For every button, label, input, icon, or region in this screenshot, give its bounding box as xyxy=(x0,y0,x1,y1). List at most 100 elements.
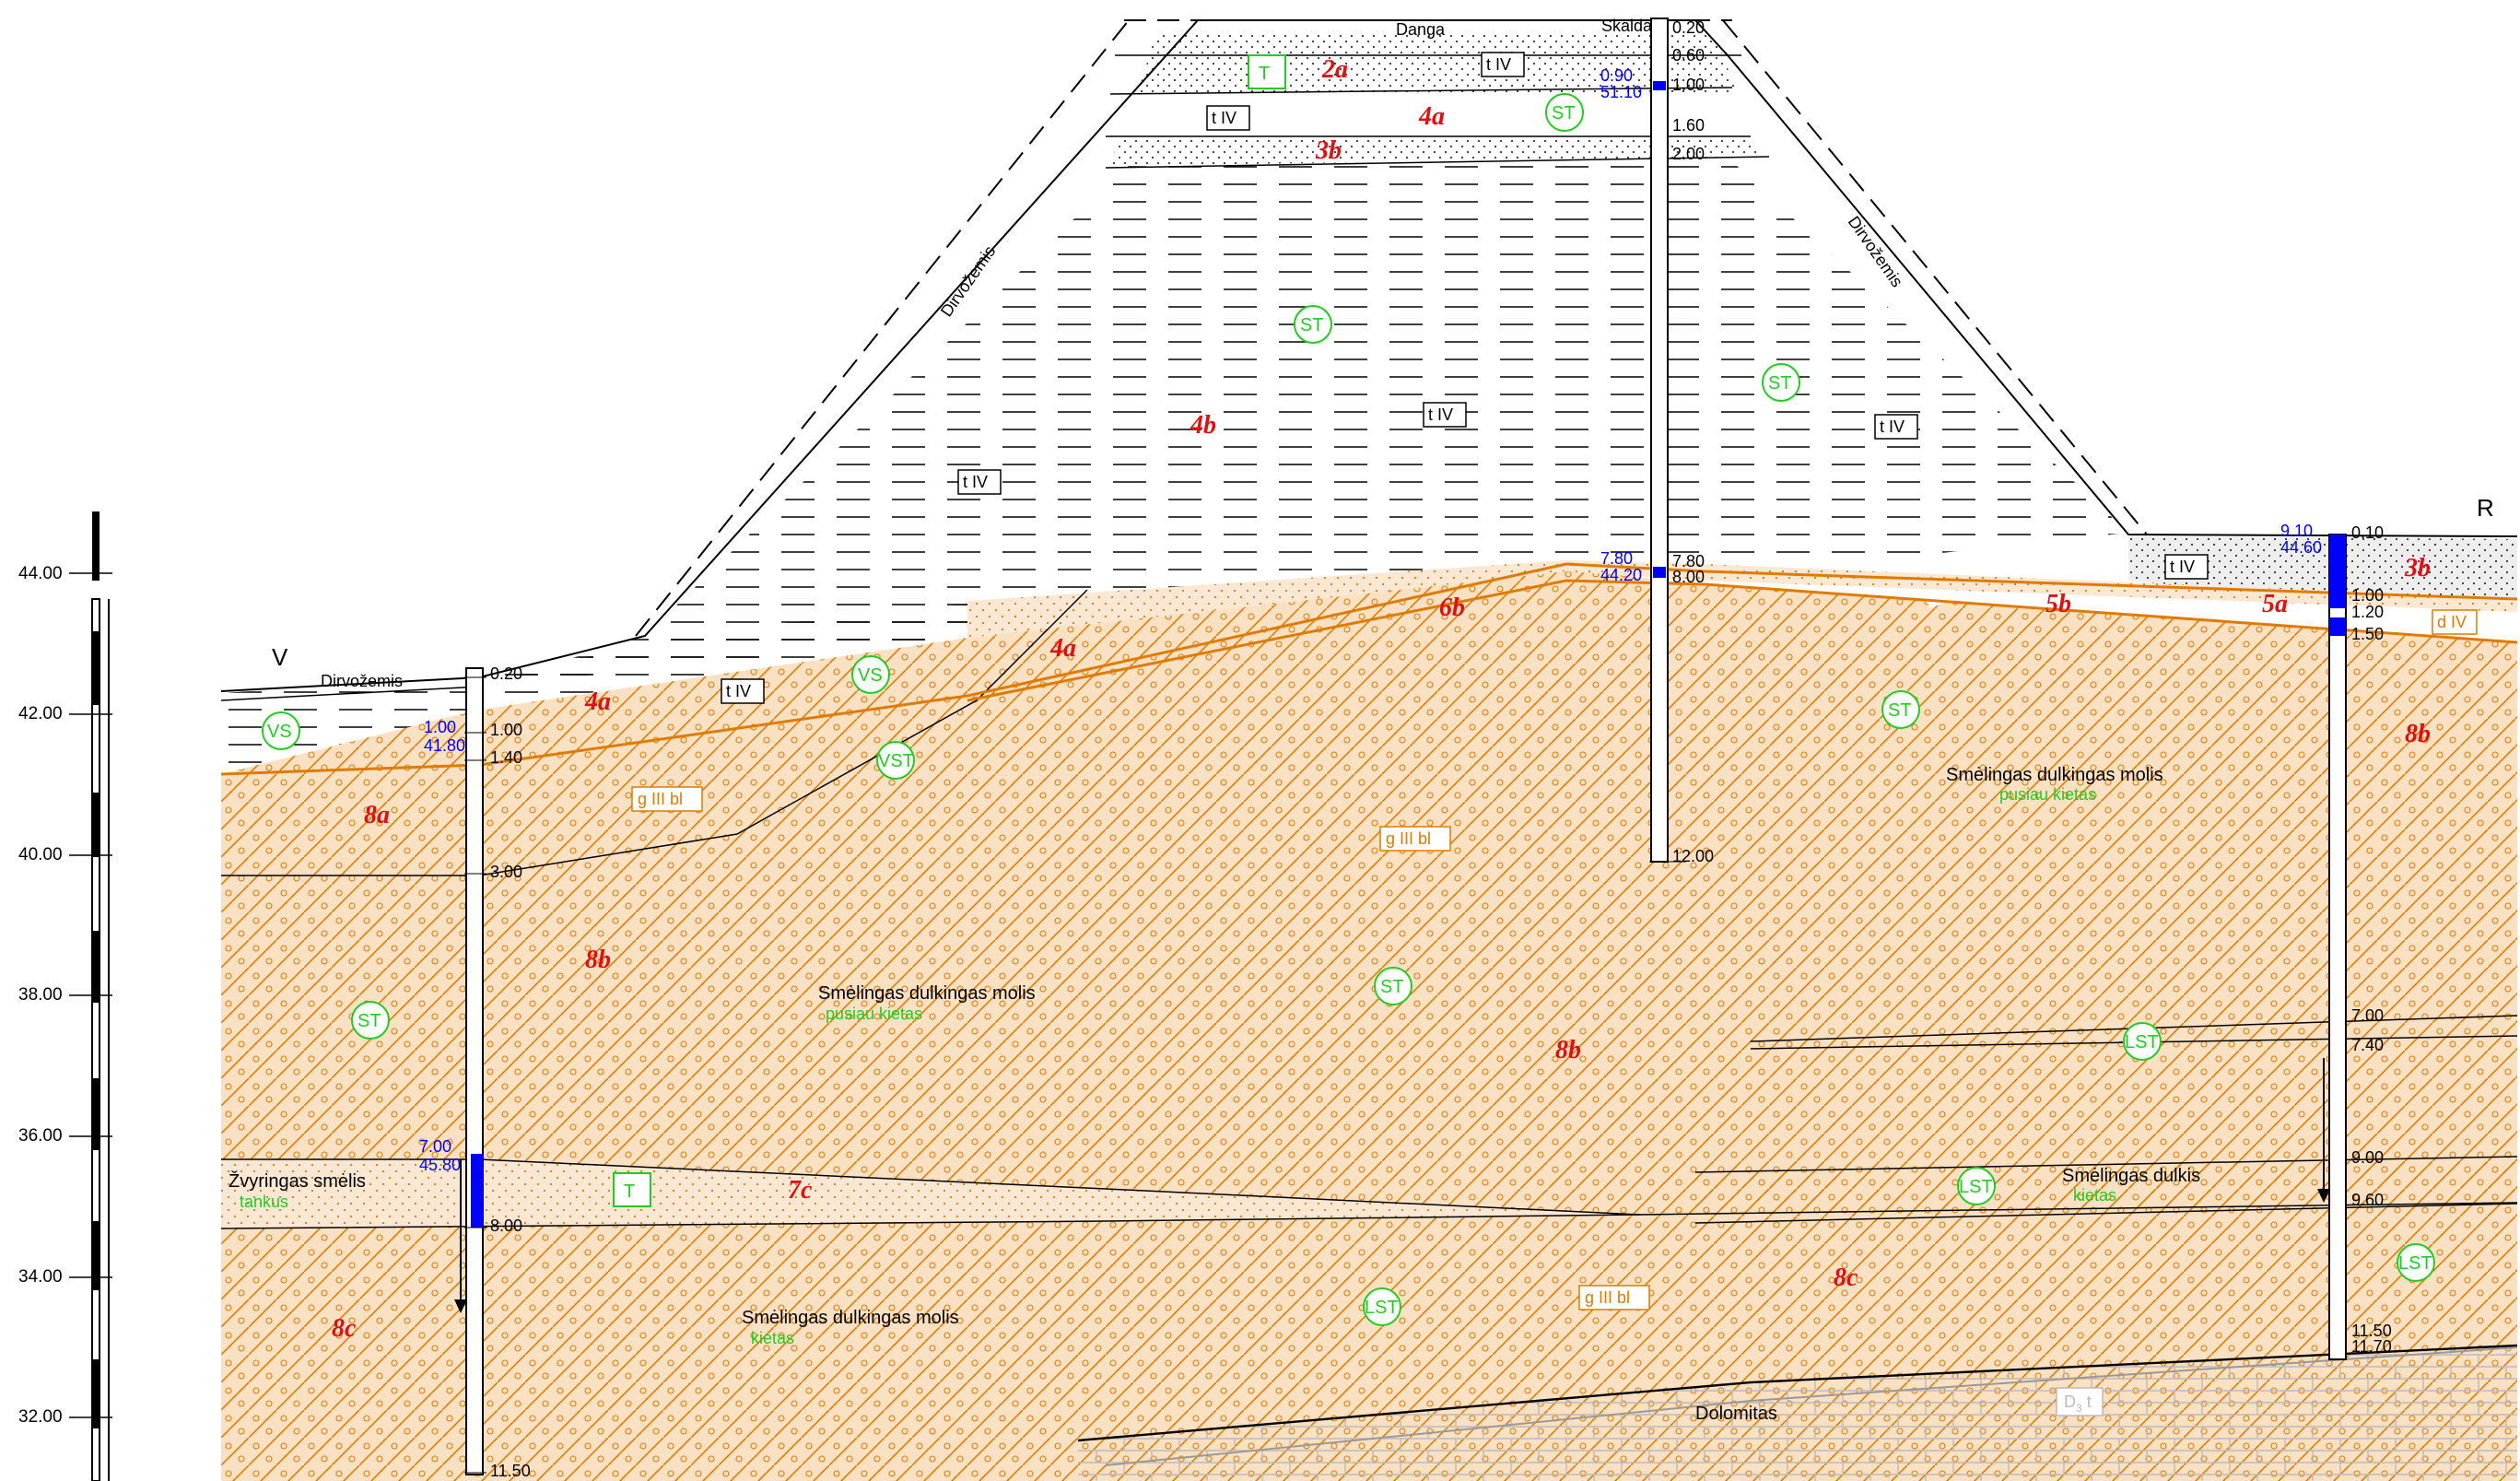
borehole-depth: 11.70 xyxy=(2351,1337,2392,1356)
borehole-depth: 0.20 xyxy=(490,664,522,683)
soil-class: LST xyxy=(2398,1253,2432,1274)
soil-class: ST xyxy=(1768,373,1792,394)
scale-label: 36.00 xyxy=(18,1126,63,1146)
borehole-depth: 8.00 xyxy=(1672,568,1705,586)
side-label-right: R xyxy=(2477,494,2494,522)
soil-descriptions: Smėlingas dulkingas molis pusiau kietas … xyxy=(229,765,2200,1347)
scale-label: 38.00 xyxy=(18,985,63,1005)
borehole-depth: 1.00 xyxy=(1672,76,1705,94)
borehole-depth: 1.40 xyxy=(490,748,522,767)
soil-state: kietas xyxy=(751,1329,794,1347)
geo-index: g III bl xyxy=(1585,1288,1630,1307)
layer-id: 8b xyxy=(585,946,611,974)
geo-index: t IV xyxy=(1428,406,1453,424)
water-level-depth: 7.00 xyxy=(419,1137,451,1156)
layer-id: 8c xyxy=(1834,1264,1858,1292)
surface-label: Danga xyxy=(1396,20,1446,39)
soil-class: ST xyxy=(1380,977,1404,997)
geo-index: g III bl xyxy=(1386,829,1431,848)
borehole-depth: 0.60 xyxy=(1672,46,1705,65)
side-label-left: V xyxy=(272,643,288,671)
layer-7c-gravel xyxy=(221,1159,1640,1228)
water-level-elevation: 44.20 xyxy=(1600,566,1642,584)
soil-class-markers: T ST ST ST VS VS VST ST ST LST LST LST L… xyxy=(262,54,2435,1326)
borehole-depth: 9.00 xyxy=(2351,1148,2384,1167)
layer-id: 5b xyxy=(2045,590,2071,618)
geo-index: t IV xyxy=(1486,55,1511,74)
soil-class: ST xyxy=(1300,315,1324,335)
scale-label: 42.00 xyxy=(18,704,63,723)
layer-8b-dust-band xyxy=(1695,1157,2517,1223)
borehole-depth: 8.00 xyxy=(490,1217,522,1235)
soil-class: LST xyxy=(1959,1177,1993,1197)
surface-label: Dirvožemis xyxy=(321,672,403,690)
scale-label: 44.00 xyxy=(18,564,63,583)
layer-id: 3b xyxy=(2404,554,2431,582)
geo-index: D3 t xyxy=(2064,1393,2092,1415)
scale-label: 32.00 xyxy=(18,1407,63,1427)
water-level-depth: 1.00 xyxy=(424,718,456,736)
soil-class: VST xyxy=(878,751,914,771)
water-level-depth: 9.10 xyxy=(2280,522,2313,540)
borehole-depth: 11.50 xyxy=(490,1462,531,1480)
scale-label: 40.00 xyxy=(18,845,63,864)
scale-label: 34.00 xyxy=(18,1267,63,1287)
layer-id: 6b xyxy=(1439,594,1465,622)
geo-index: t IV xyxy=(1880,417,1905,436)
dolomite xyxy=(1078,1346,2517,1481)
soil-description: Smėlingas dulkingas molis xyxy=(1946,765,2163,785)
soil-class: ST xyxy=(1888,700,1912,721)
layer-id: 8c xyxy=(332,1314,357,1343)
soil-state: kietas xyxy=(2073,1186,2116,1205)
borehole-left: 0.20 1.00 1.40 3.00 8.00 11.50 1.00 41.8… xyxy=(419,664,531,1480)
layer-id: 4a xyxy=(1418,102,1445,131)
soil-description: Smėlingas dulkingas molis xyxy=(818,983,1036,1004)
borehole-depth: 1.00 xyxy=(2351,586,2384,605)
surface-label: Dolomitas xyxy=(1695,1404,1777,1424)
borehole-depth: 2.00 xyxy=(1672,145,1705,163)
soil-class: T xyxy=(1259,64,1270,84)
soil-description: Smėlingas dulkingas molis xyxy=(742,1308,959,1328)
layer-3b-right xyxy=(2128,536,2517,599)
geo-index: t IV xyxy=(1212,109,1237,127)
borehole-depth: 9.60 xyxy=(2351,1191,2384,1209)
soil-state: pusiau kietas xyxy=(826,1005,922,1023)
borehole-depth: 0.10 xyxy=(2351,523,2384,542)
layer-id: 2a xyxy=(1321,55,1348,84)
borehole-top: 0.20 0.60 1.00 1.60 2.00 7.80 8.00 12.00… xyxy=(1600,18,1714,865)
layer-id: 5a xyxy=(2262,590,2288,618)
soil-class: LST xyxy=(1365,1298,1399,1318)
layer-id: 8b xyxy=(1555,1036,1581,1064)
borehole-depth: 12.00 xyxy=(1672,847,1714,865)
borehole-depth: 7.80 xyxy=(1672,552,1705,570)
geo-index: t IV xyxy=(963,473,988,491)
water-level-elevation: 44.60 xyxy=(2280,538,2322,557)
layer-id: 7c xyxy=(788,1176,813,1205)
borehole-depth: 7.00 xyxy=(2351,1006,2384,1025)
soil-class: T xyxy=(624,1181,635,1202)
soil-state: pusiau kietas xyxy=(1999,785,2096,804)
moraine-body xyxy=(221,570,2517,1481)
geo-index: t IV xyxy=(2170,558,2195,576)
surface-label: Skalda xyxy=(1601,17,1653,35)
borehole-depth: 1.50 xyxy=(2351,625,2384,643)
water-level-elevation: 51.10 xyxy=(1600,83,1642,101)
borehole-depth: 11.50 xyxy=(2351,1322,2392,1340)
soil-class: ST xyxy=(357,1011,381,1031)
borehole-depth: 3.00 xyxy=(490,863,522,881)
layer-ids: 2a 4a 3b 4b 4a 4a 6b 5b 5a 3b 8a 8b 8b 8… xyxy=(332,55,2431,1343)
geo-index: g III bl xyxy=(638,790,683,808)
layer-id: 4a xyxy=(584,688,611,716)
soil-description: Smėlingas dulkis xyxy=(2062,1166,2200,1186)
geo-index: d IV xyxy=(2437,613,2467,631)
layer-5a-6b-sand xyxy=(967,560,2517,638)
layer-id: 4a xyxy=(1049,634,1076,663)
water-level-depth: 0.90 xyxy=(1600,66,1633,85)
layer-id: 4b xyxy=(1190,411,1216,440)
geo-index-boxes: t IV t IV t IV t IV t IV t IV t IV g III… xyxy=(631,52,2478,1416)
borehole-depth: 1.00 xyxy=(490,721,522,739)
soil-class: ST xyxy=(1552,103,1576,123)
borehole-depth: 1.20 xyxy=(2351,603,2384,621)
geo-index: t IV xyxy=(726,682,751,700)
